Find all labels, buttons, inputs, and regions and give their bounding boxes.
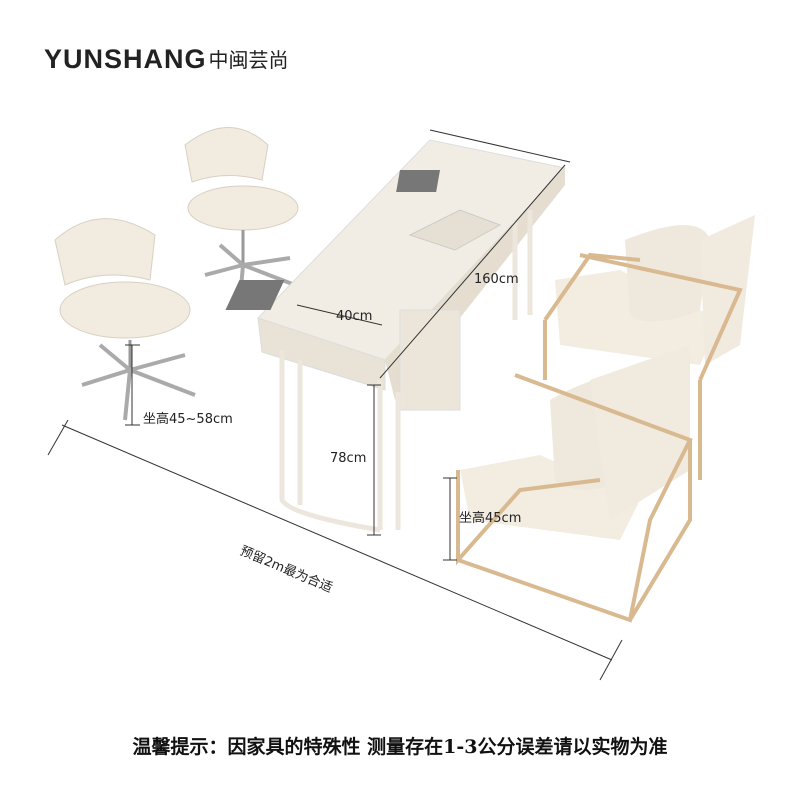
dimension-lines — [47, 129, 623, 681]
table-length-line — [429, 129, 571, 163]
logo-latin-text: YUNSHANG — [44, 44, 207, 74]
chair-seat-height-label: 坐高45cm — [459, 511, 522, 526]
lounge-chair-front — [456, 345, 693, 623]
logo-chinese-text: 中闽芸尚 — [208, 48, 289, 72]
brand-logo: YUNSHANG 中闽芸尚 — [44, 44, 289, 75]
stool-front — [54, 218, 196, 421]
footer-note: 温馨提示：因家具的特殊性 测量存在1-3公分误差请以实物为准 — [132, 736, 668, 758]
fan-width-line — [296, 304, 383, 326]
fan-width-label: 40cm — [336, 309, 373, 324]
stool-back — [184, 127, 299, 301]
reserved-space-line — [61, 424, 613, 661]
table-height-label: 78cm — [330, 451, 367, 466]
stool-seat-height-label: 坐高45~58cm — [143, 412, 233, 427]
table-length-label: 160cm — [474, 272, 519, 287]
lounge-chair-back — [543, 215, 755, 480]
manicure-table — [225, 139, 566, 533]
